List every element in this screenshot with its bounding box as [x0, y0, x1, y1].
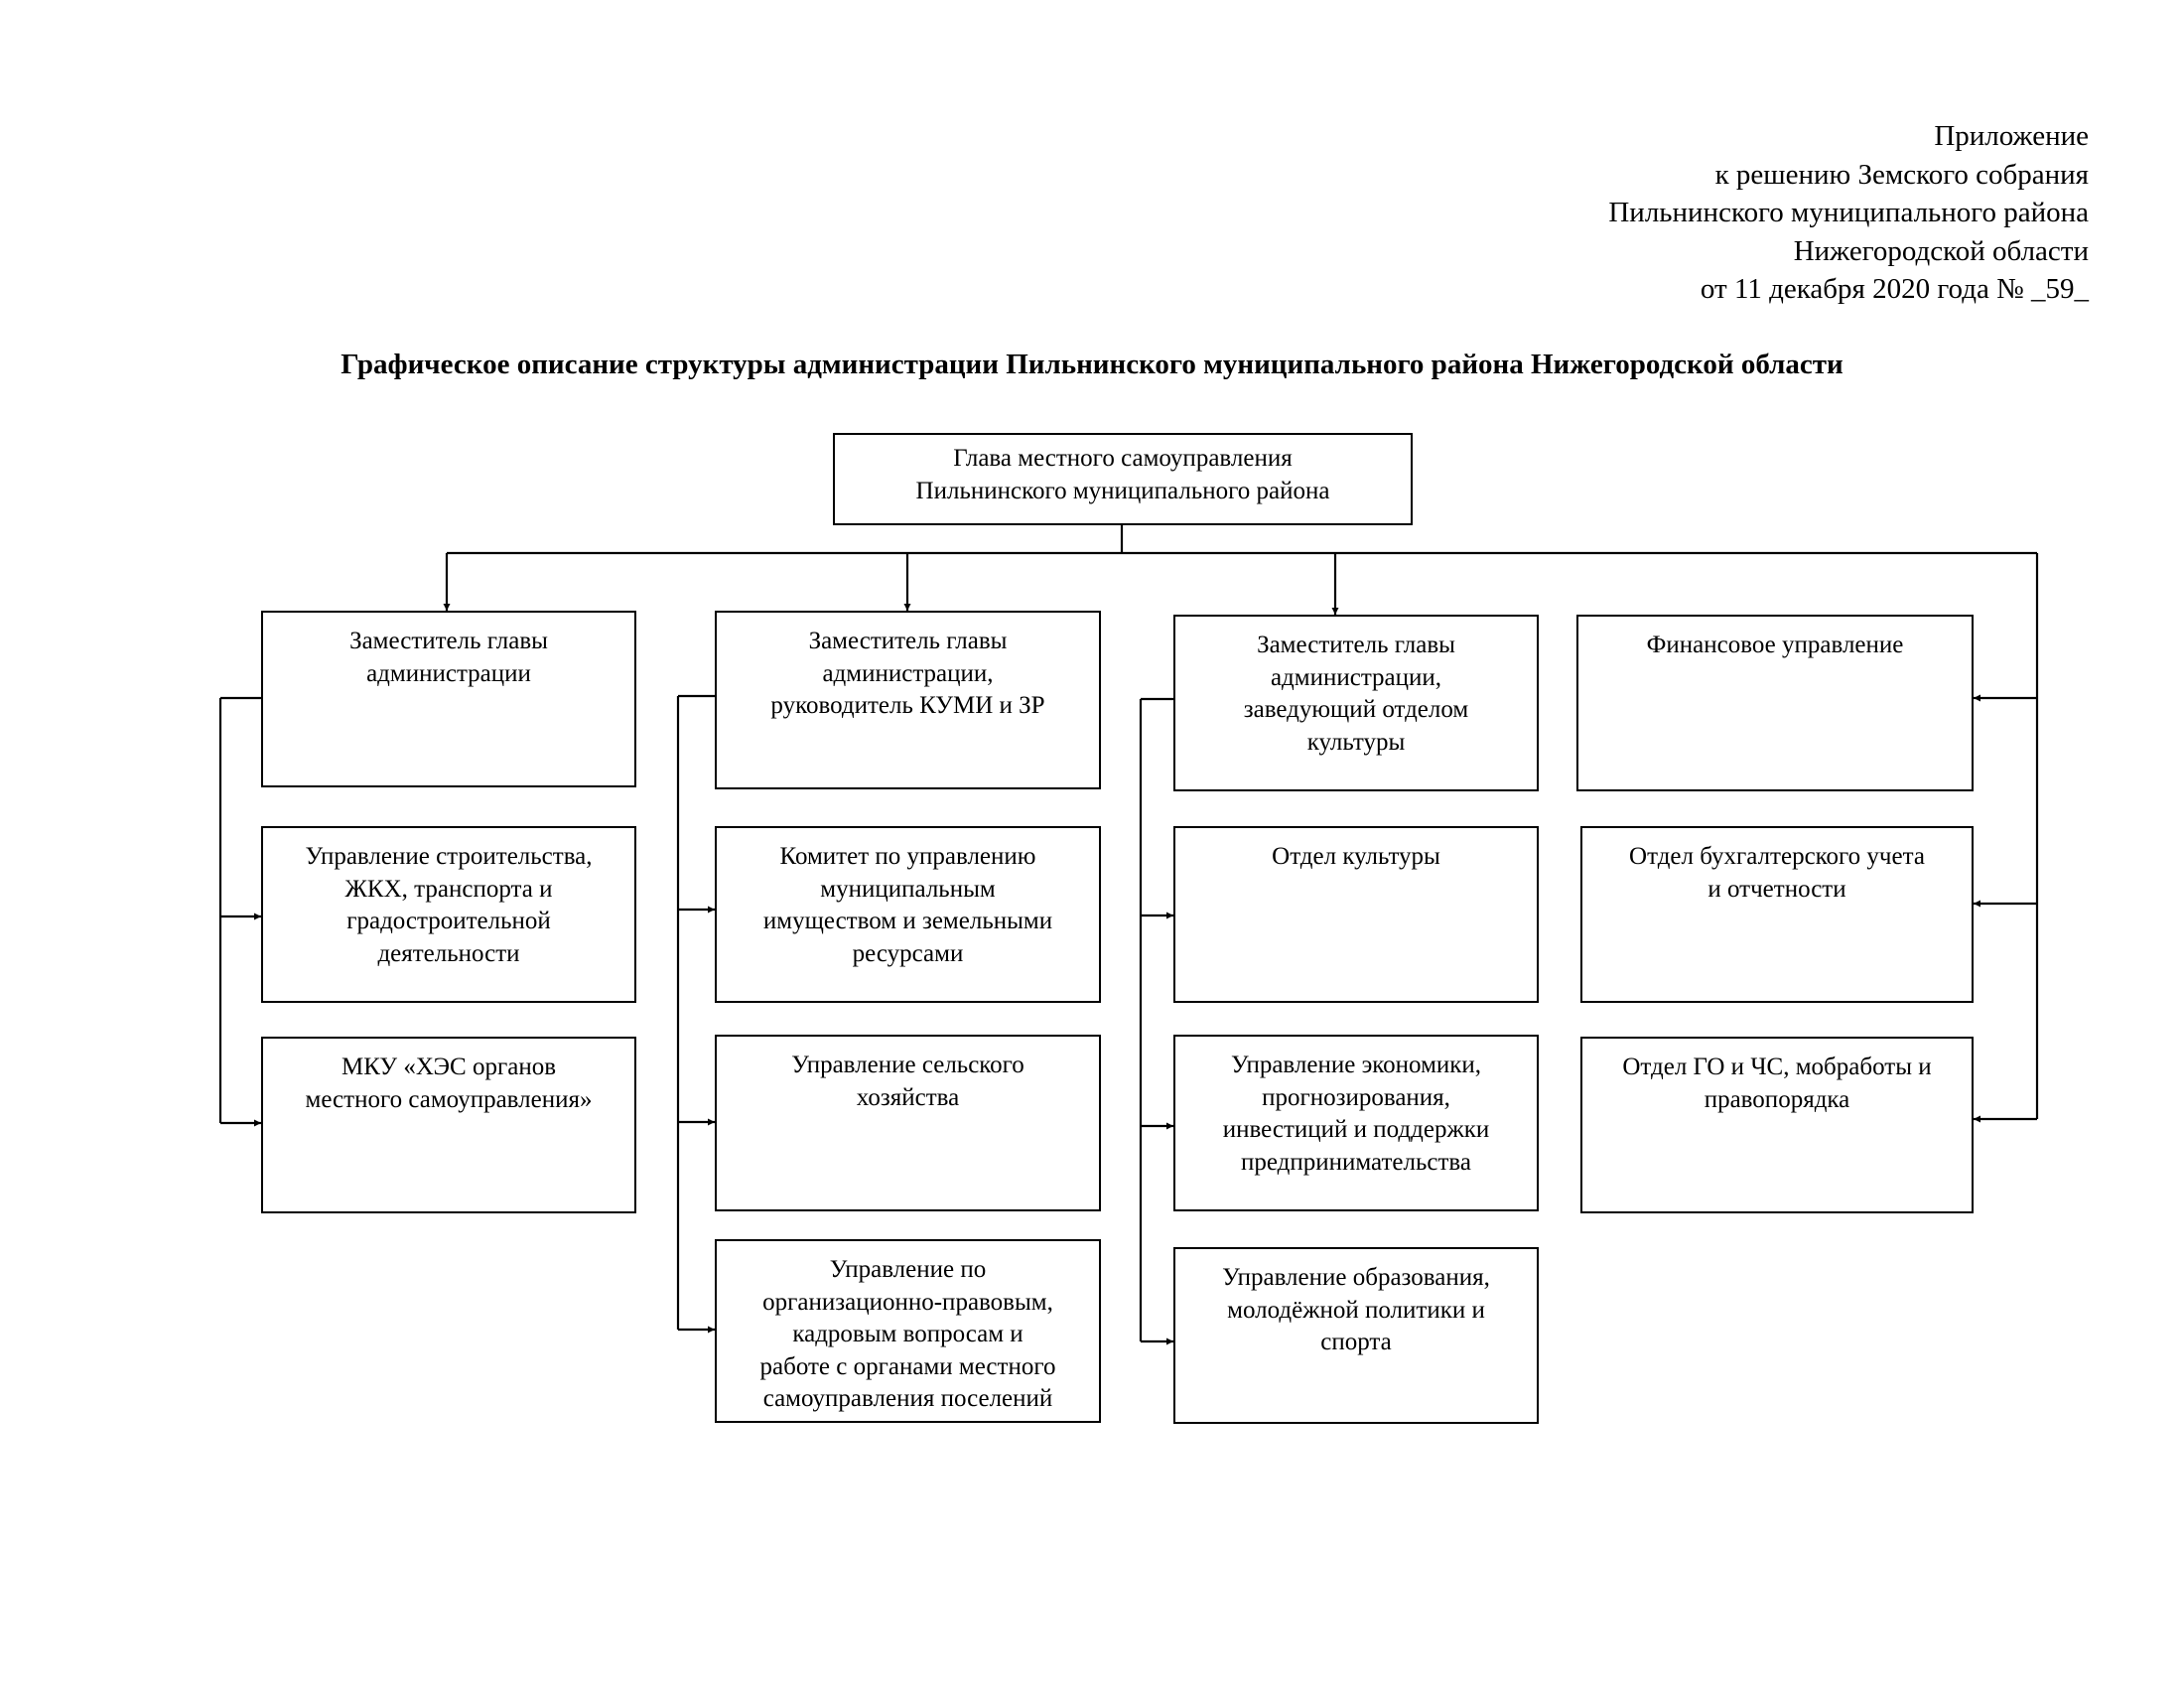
appendix-line: Пильнинского муниципального района: [1608, 197, 2089, 228]
appendix-line: Приложение: [1934, 120, 2089, 152]
appendix-line: к решению Земского собрания: [1714, 158, 2089, 191]
appendix-line: от 11 декабря 2020 года № _59_: [1700, 273, 2089, 305]
document-title: Графическое описание структуры администр…: [341, 349, 1843, 380]
appendix-line: Нижегородской области: [1793, 234, 2089, 267]
box-education-department: Управление образования,молодёжной полити…: [1173, 1247, 1539, 1424]
box-economy-department: Управление экономики,прогнозирования,инв…: [1173, 1035, 1539, 1211]
appendix-block: Приложение к решению Земского собрания П…: [1608, 117, 2089, 309]
box-finance-department: Финансовое управление: [1576, 615, 1974, 791]
box-culture-department: Отдел культуры: [1173, 826, 1539, 1003]
box-construction-housing-transport-department: Управление строительства,ЖКХ, транспорта…: [261, 826, 636, 1003]
